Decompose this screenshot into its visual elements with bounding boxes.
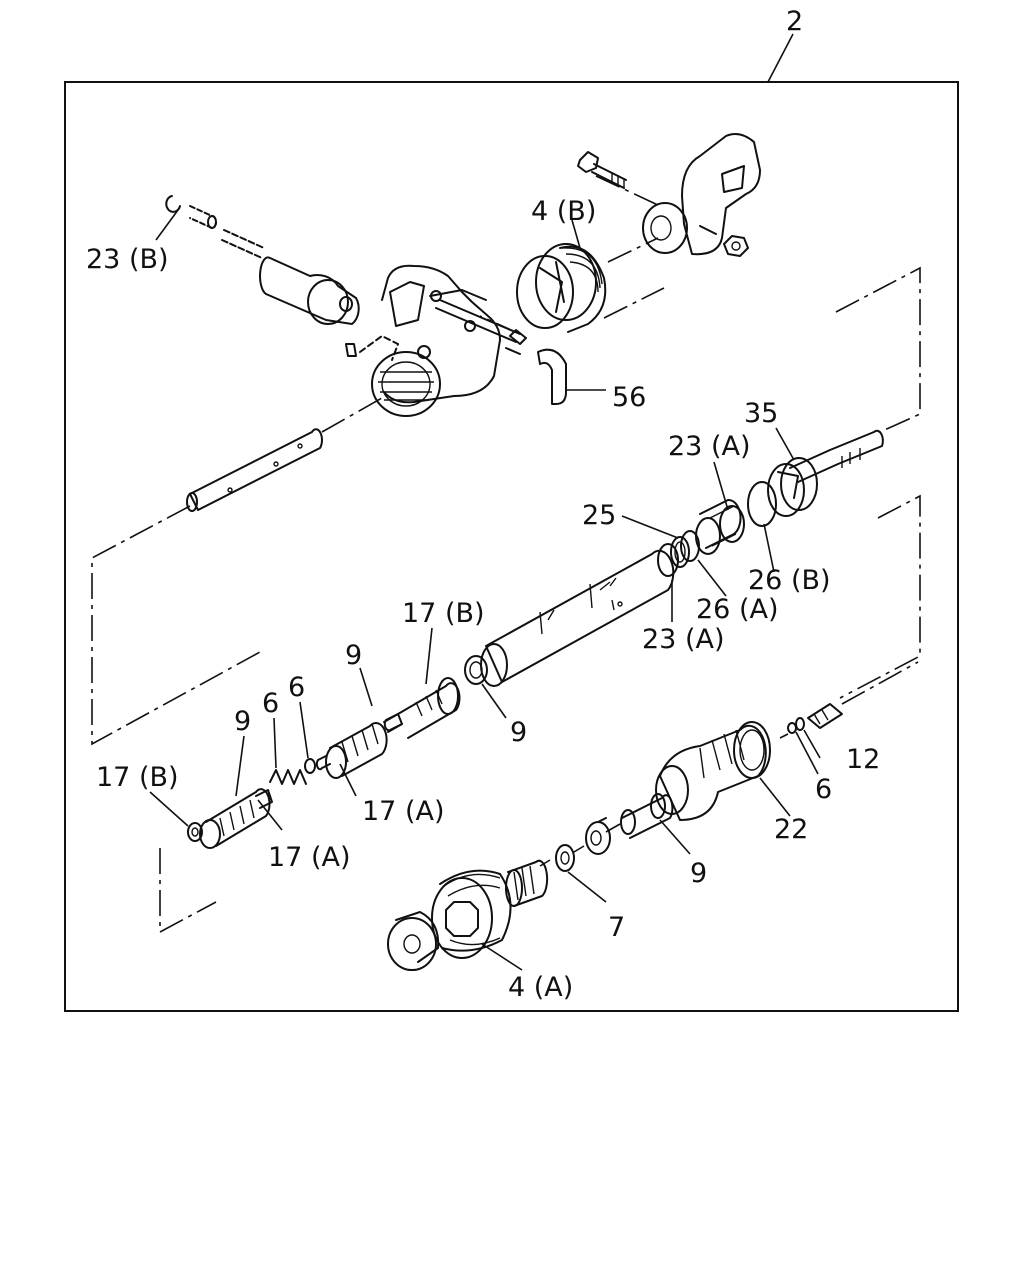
chain-left-lower [159,848,217,934]
small-fitting [505,329,527,355]
ring-6-a [304,758,316,774]
callout-23a-bottom: 23 (A) [642,624,724,655]
callout-23a-top: 23 (A) [668,431,750,462]
callout-4b: 4 (B) [531,196,596,227]
bolt [577,151,627,189]
callout-9-a: 9 [345,640,362,671]
leader-lines [149,209,821,971]
valve-body-group [165,133,761,512]
callout-17a-b: 17 (A) [268,842,350,873]
body-bore [371,351,441,417]
nut [723,235,749,257]
piston-tube-group [187,429,884,849]
callout-9-c: 9 [234,706,251,737]
ring-6-right [787,722,797,734]
assembly-frame [64,81,959,1012]
lever-arm-left [259,256,360,325]
seal-23a-upper [695,498,745,555]
chain-right-upper [835,266,921,433]
o-ring-26a [680,530,700,562]
callout-4a: 4 (A) [508,972,573,1003]
spring-4a [431,869,512,959]
callout-56: 56 [612,382,646,413]
o-ring-26b [747,481,777,527]
rod-long [189,428,323,511]
plug-small [345,343,357,357]
bushing [585,821,611,855]
spring-6 [269,769,307,785]
callout-35: 35 [744,398,778,429]
callout-17b-mid: 17 (B) [402,598,485,629]
callout-17b-left: 17 (B) [96,762,179,793]
valve-stem-17b [397,682,461,739]
snap-ring-23b [165,195,181,213]
callout-6-b: 6 [262,688,279,719]
callout-26b: 26 (B) [748,565,831,596]
hose-56 [537,348,567,405]
callout-23b-top: 23 (B) [86,244,169,275]
washer-9-a [464,655,488,685]
ring-17b-left [187,822,203,842]
callout-9-b: 9 [510,717,527,748]
assembly-leader [767,33,794,83]
spool-17a [315,713,403,779]
spring-small [507,859,549,907]
callout-12: 12 [846,744,880,775]
pin-b [221,229,265,259]
callout-labels: 23 (B) 4 (B) 56 35 23 (A) 25 26 (B) 26 (… [86,196,880,1003]
callout-6-a: 6 [288,672,305,703]
yoke-bracket [681,133,761,256]
callout-25: 25 [582,500,616,531]
assembly-number-label: 2 [786,6,803,37]
spring-4b [516,243,607,333]
spool-9-left [199,788,273,849]
ring-25 [670,536,690,568]
plunger-35 [789,429,884,483]
end-cap [387,917,437,971]
callout-7: 7 [608,912,625,943]
chain-right-lower [839,494,921,699]
callout-6-c: 6 [815,774,832,805]
callout-26a: 26 (A) [696,594,778,625]
end-housing [659,724,767,821]
chain-left-upper [91,505,261,746]
washer-7 [555,844,575,872]
seal-23a-lower [657,543,679,577]
washer-upper [642,202,688,254]
callout-9-d: 9 [690,858,707,889]
callout-17a-a: 17 (A) [362,796,444,827]
callout-22: 22 [774,814,808,845]
cylinder-tube [485,549,675,683]
fitting-12 [807,703,843,729]
end-cap-group [387,661,919,971]
